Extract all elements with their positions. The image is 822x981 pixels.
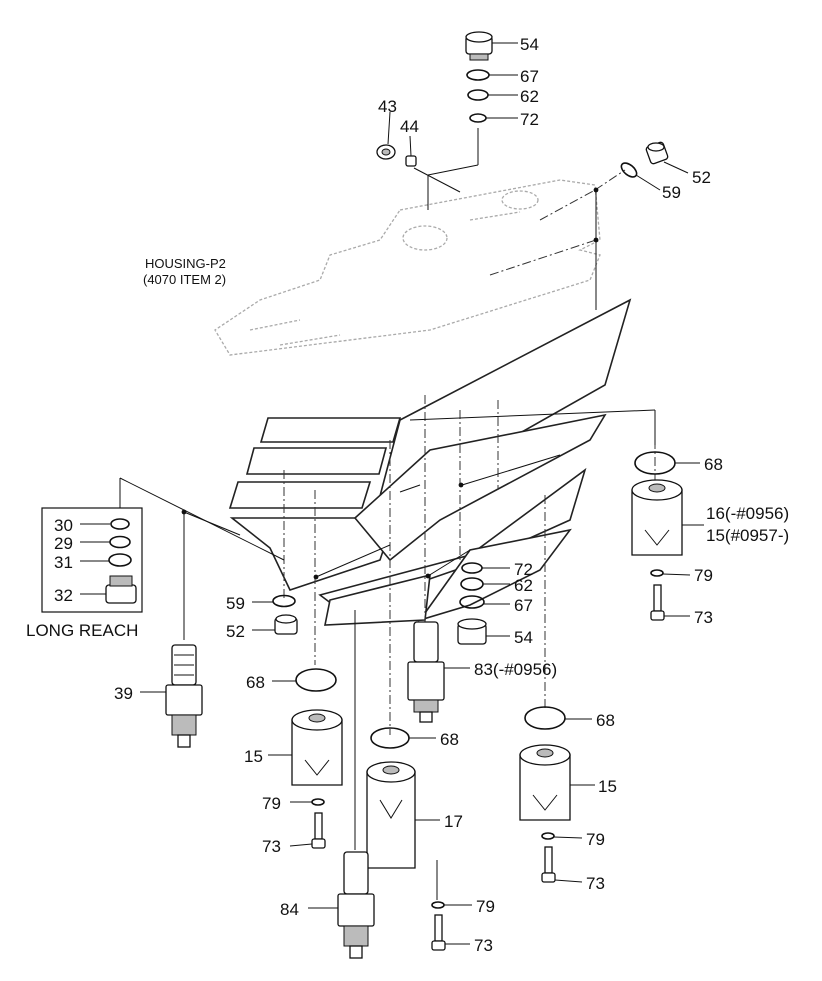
callout-39: 39 [114, 684, 133, 703]
plug-44 [405, 155, 417, 167]
callout-59-top: 59 [662, 183, 681, 202]
washer-79-lower [541, 832, 555, 840]
washer-79-right [650, 569, 664, 577]
cover-17-center [366, 761, 416, 869]
callout-83: 83(-#0956) [474, 660, 557, 679]
callout-29: 29 [54, 534, 73, 553]
callout-31: 31 [54, 553, 73, 572]
long-reach-caption: LONG REACH [26, 621, 138, 640]
cartridge-valve-84 [337, 851, 375, 959]
callout-52-top: 52 [692, 168, 711, 187]
callout-54-mid: 54 [514, 628, 533, 647]
cover-15-left [291, 709, 343, 786]
callout-leaders [80, 42, 704, 945]
long-reach-group-box [41, 507, 143, 613]
housing-name-label: HOUSING-P2 [145, 256, 226, 271]
callout-62-mid: 62 [514, 576, 533, 595]
callout-32: 32 [54, 586, 73, 605]
callout-72-top: 72 [520, 110, 539, 129]
callout-79-lower: 79 [586, 830, 605, 849]
o-ring-59-top [620, 162, 638, 178]
cartridge-valve-39 [165, 644, 203, 748]
callout-44: 44 [400, 117, 419, 136]
plug-52-left [274, 614, 298, 635]
bolt-73-right [650, 584, 665, 621]
callout-68-center: 68 [440, 730, 459, 749]
bolt-73-center [431, 914, 446, 951]
o-ring-68-lower [524, 706, 566, 730]
callout-73-right: 73 [694, 608, 713, 627]
callout-62-top: 62 [520, 87, 539, 106]
callout-52-left: 52 [226, 622, 245, 641]
callout-67-top: 67 [520, 67, 539, 86]
bolt-73-left [311, 812, 326, 849]
junction-dots [181, 187, 599, 580]
callout-79-left: 79 [262, 794, 281, 813]
callout-16: 16(-#0956) [706, 504, 789, 523]
cover-15-lower [519, 744, 571, 821]
callout-73-left: 73 [262, 837, 281, 856]
o-ring-62-top [467, 89, 489, 101]
o-ring-67-mid [459, 595, 485, 609]
callout-72-mid: 72 [514, 560, 533, 579]
callout-73-lower: 73 [586, 874, 605, 893]
housing-outline [214, 179, 601, 356]
o-ring-68-left [295, 668, 337, 692]
plug-52-top [645, 141, 669, 165]
washer-79-center [431, 901, 445, 909]
callout-68-lower: 68 [596, 711, 615, 730]
callout-15-left: 15 [244, 747, 263, 766]
plug-43 [376, 144, 396, 160]
plug-32 [105, 575, 137, 604]
callout-67-mid: 67 [514, 596, 533, 615]
callout-54-top: 54 [520, 35, 539, 54]
callout-15-lower: 15 [598, 777, 617, 796]
callout-84: 84 [280, 900, 299, 919]
cartridge-valve-83 [407, 621, 445, 723]
callout-15-right: 15(#0957-) [706, 526, 789, 545]
callout-59-left: 59 [226, 594, 245, 613]
o-ring-29 [109, 535, 131, 549]
callout-43: 43 [378, 97, 397, 116]
callout-30: 30 [54, 516, 73, 535]
callout-68-left: 68 [246, 673, 265, 692]
cover-16-15-right [631, 479, 683, 556]
callout-73-center: 73 [474, 936, 493, 955]
callout-79-center: 79 [476, 897, 495, 916]
washer-79-left [311, 798, 325, 806]
callout-17: 17 [444, 812, 463, 831]
housing-note-label: (4070 ITEM 2) [143, 272, 226, 287]
bolt-73-lower [541, 846, 556, 883]
o-ring-30 [110, 518, 130, 530]
o-ring-72-top [469, 113, 487, 123]
o-ring-31 [108, 553, 132, 567]
callout-79-right: 79 [694, 566, 713, 585]
o-ring-67-top [466, 69, 490, 81]
callout-68-right: 68 [704, 455, 723, 474]
plug-54-top [465, 31, 493, 61]
o-ring-59-left [272, 594, 296, 608]
plug-54-mid [457, 618, 487, 645]
